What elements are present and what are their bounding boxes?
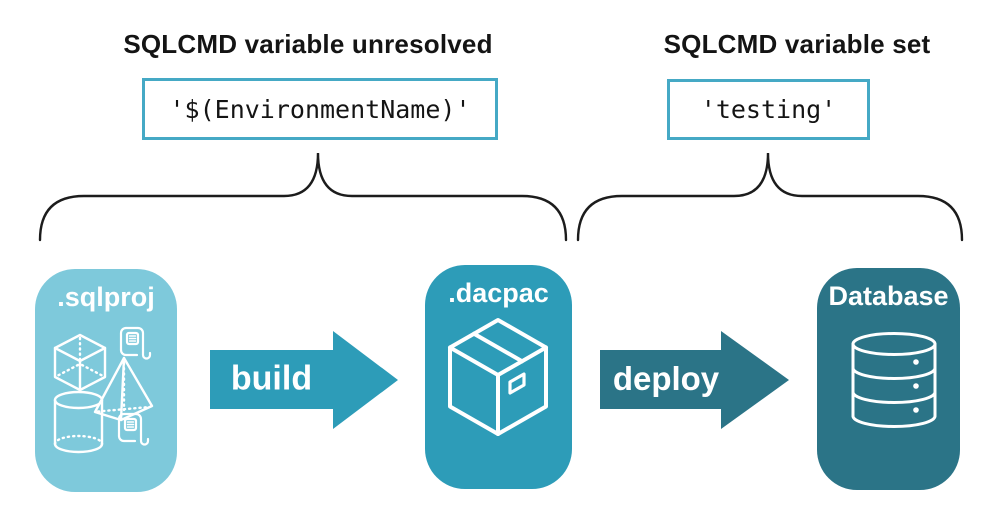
build-arrow-label: build <box>230 359 313 398</box>
right-curly-brace <box>576 152 964 242</box>
database-node-label: Database <box>828 281 949 311</box>
code-box-set: 'testing' <box>667 79 870 140</box>
build-arrow-shape <box>210 331 398 429</box>
deploy-arrow-label: deploy <box>612 360 720 398</box>
dacpac-node-label: .dacpac <box>448 278 549 308</box>
code-text-unresolved: '$(EnvironmentName)' <box>169 94 471 124</box>
left-curly-brace <box>38 152 568 242</box>
heading-sqlcmd-set: SQLCMD variable set <box>663 29 931 59</box>
deploy-arrow-shape <box>600 331 789 429</box>
heading-sqlcmd-unresolved: SQLCMD variable unresolved <box>123 29 493 59</box>
pyramid-icon <box>93 356 154 422</box>
package-box-icon <box>448 318 548 436</box>
database-cylinder-icon <box>851 332 937 428</box>
database-dots <box>913 359 919 413</box>
cylinder-icon <box>53 390 104 454</box>
cube-icon <box>53 333 107 392</box>
sqlproj-node-label: .sqlproj <box>57 282 155 312</box>
database-node: Database <box>817 268 960 490</box>
code-box-unresolved: '$(EnvironmentName)' <box>142 78 498 140</box>
sql-script-icon <box>117 412 150 446</box>
sql-script-icon <box>119 326 152 360</box>
sqlproj-node: .sqlproj <box>35 269 177 492</box>
dacpac-node: .dacpac <box>425 265 572 489</box>
code-text-set: 'testing' <box>700 95 837 124</box>
sql-project-objects-icon <box>53 326 154 454</box>
